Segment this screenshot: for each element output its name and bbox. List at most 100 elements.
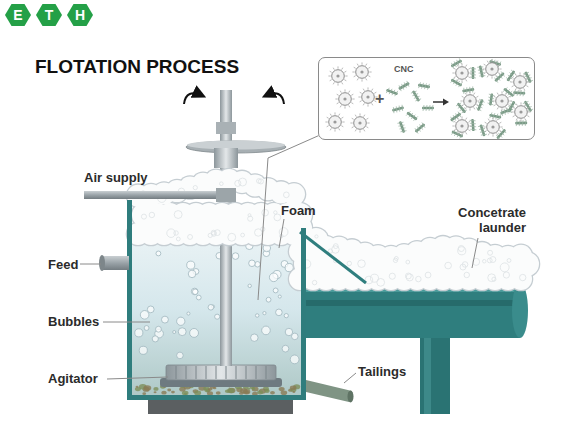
particle-spike (487, 61, 488, 63)
rod-tick (451, 77, 455, 83)
particle-spike (330, 114, 331, 116)
particle-spike (354, 67, 356, 68)
particle-spike (368, 87, 369, 89)
particle-spike (512, 77, 514, 78)
rod-tick (514, 90, 515, 96)
rod-tick (415, 98, 421, 102)
rod-tick (462, 109, 467, 114)
sediment-grain (257, 390, 263, 394)
air-bubble (187, 261, 195, 269)
rod-tick (469, 87, 471, 93)
air-bubble (285, 328, 292, 335)
particle-spike (526, 86, 528, 87)
particle-spike (333, 82, 334, 84)
particle-core (354, 117, 367, 130)
part-label: Feed (48, 257, 78, 272)
particle-core (514, 76, 527, 89)
particle-spike (466, 118, 467, 120)
air-supply-pipe (84, 191, 226, 199)
foam-cell (488, 250, 493, 255)
sediment-grain (153, 387, 158, 391)
rod-tick (524, 74, 530, 78)
particle-spike (511, 112, 513, 113)
leader-line (472, 238, 478, 268)
particle-spike (513, 116, 515, 117)
foam-cell (211, 230, 216, 235)
particle-spike (462, 96, 464, 97)
drive-hub (214, 148, 238, 168)
ion-particle (492, 91, 511, 110)
particle-spike (492, 101, 494, 102)
foam-cell (460, 264, 466, 270)
rod-tick (511, 101, 517, 105)
particle-spike (337, 94, 339, 95)
rod-tick (525, 120, 526, 126)
rod-tick (479, 99, 485, 102)
rod-tick (496, 76, 501, 81)
rod-tick (401, 105, 404, 111)
inset-text: + (375, 91, 384, 107)
particle-spike (454, 121, 456, 122)
particle-spike (498, 73, 500, 74)
tailings-pipe (306, 380, 352, 402)
particle-spike (344, 71, 346, 72)
rod-tick (509, 103, 515, 107)
rod-tick (500, 71, 505, 76)
rod-tick (498, 61, 501, 67)
rod-tick (477, 105, 483, 108)
rod-tick (458, 82, 462, 88)
rod-tick (400, 127, 406, 130)
air-bubble (191, 288, 198, 295)
rod-tick (526, 77, 532, 81)
ion-particle (352, 62, 371, 81)
ion-particle (335, 89, 354, 108)
rod-tick (478, 125, 484, 128)
particle-core (456, 120, 469, 133)
rod-tick (479, 128, 485, 131)
particle-spike (497, 133, 498, 135)
foam-cell (274, 211, 277, 214)
logo-hexagon: T (36, 4, 62, 26)
impeller-blade (206, 366, 207, 379)
rod-tick (397, 121, 403, 124)
foam-cell (248, 214, 251, 217)
leader-line (107, 377, 168, 379)
particle-dot (491, 125, 494, 128)
foam-cell (315, 235, 318, 238)
rod-tick (457, 112, 461, 117)
tank-floor (127, 395, 306, 400)
particle-spike (502, 108, 503, 110)
air-bubble (188, 270, 196, 278)
particle-spike (494, 105, 496, 106)
rod-tick (392, 90, 395, 96)
bubbles (135, 237, 299, 364)
particle-core (362, 91, 375, 104)
foam-puff (510, 245, 532, 267)
particle-spike (516, 118, 517, 120)
particle-core (487, 121, 500, 134)
particle-spike (525, 104, 526, 106)
sediment-grain (270, 391, 275, 395)
particle-spike (469, 73, 471, 74)
particle-core (329, 116, 342, 129)
cnc-rod (475, 98, 485, 111)
particle-spike (454, 130, 456, 131)
particle-spike (366, 64, 367, 66)
rod-tick (527, 79, 533, 83)
particle-spike (327, 117, 329, 118)
particle-spike (362, 62, 363, 64)
rod-tick (401, 84, 405, 90)
sediment-grain (228, 388, 235, 393)
cnc-rod (422, 105, 434, 111)
foam-cell (279, 228, 288, 237)
particle-spike (469, 126, 471, 127)
rod-tick (508, 106, 514, 110)
impeller-blades (176, 366, 266, 379)
rod-tick (422, 83, 424, 89)
foam-cell (520, 274, 526, 280)
air-bubble (196, 295, 201, 300)
particle-dot (336, 74, 339, 77)
foam-cell (492, 277, 496, 281)
rod-tick (470, 120, 476, 122)
